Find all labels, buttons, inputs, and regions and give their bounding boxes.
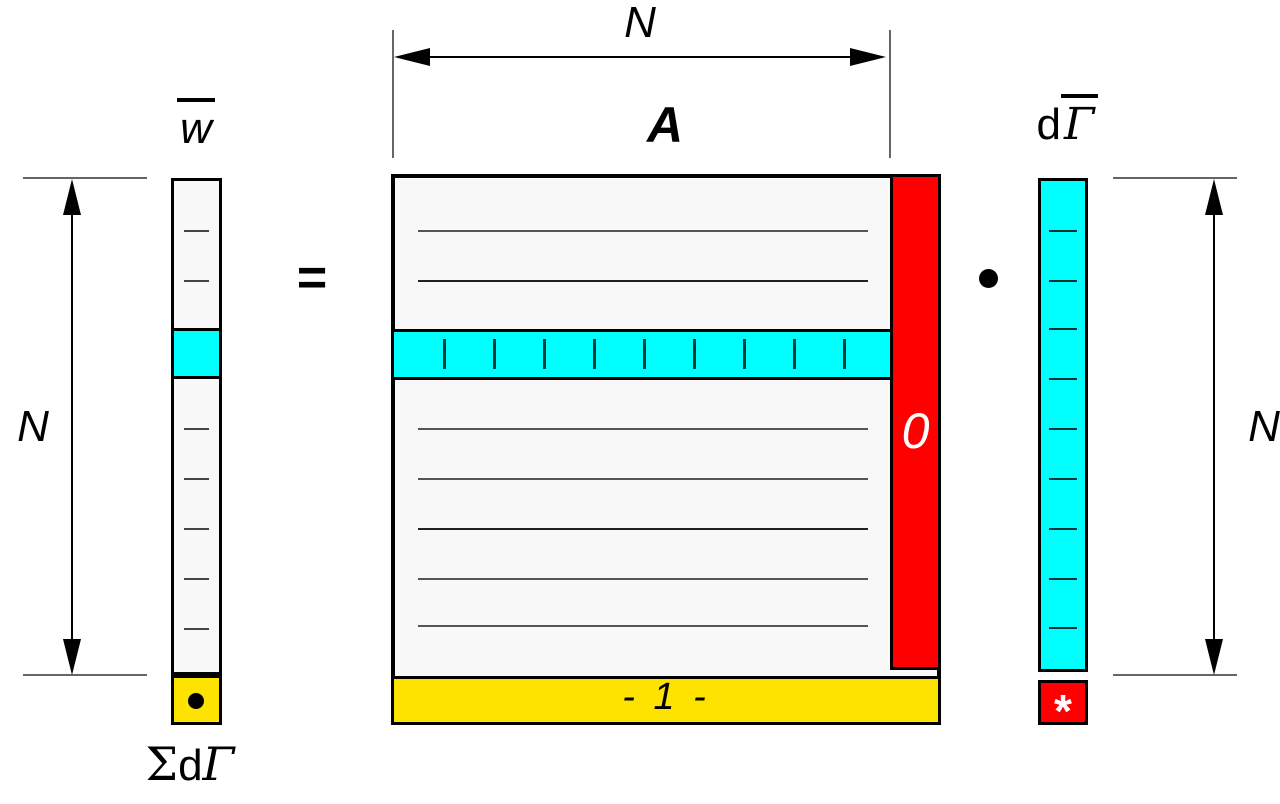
matrix-row-line [418, 428, 868, 430]
left-dimension-extension-line-top [23, 177, 147, 179]
continuation-tick [1049, 627, 1077, 629]
column-tick [493, 339, 496, 369]
gamma-vector-title: dΓ [1024, 94, 1110, 150]
gamma-letter: Γ [202, 737, 235, 791]
right-dimension-arrow-line [1213, 186, 1215, 664]
star-cell-value: * [1054, 685, 1072, 737]
matrix-row-line [418, 528, 868, 530]
d-letter: d [1036, 100, 1061, 149]
continuation-tick [1049, 528, 1077, 530]
left-dimension-label: N [17, 402, 49, 451]
continuation-tick [184, 478, 209, 480]
continuation-tick [184, 428, 209, 430]
matrix-row-line [418, 478, 868, 480]
matrix-row-line [418, 280, 868, 282]
continuation-tick [1049, 328, 1077, 330]
continuation-tick [184, 528, 209, 530]
gamma-letter: Γ [1063, 99, 1095, 150]
column-tick [643, 339, 646, 369]
continuation-tick [1049, 478, 1077, 480]
matrix-a-title: A [646, 97, 684, 153]
arrowhead-left-icon [394, 48, 430, 66]
top-dimension-extension-line-right [889, 30, 891, 158]
w-vector-body [171, 178, 222, 675]
zero-column-value: 0 [901, 403, 930, 459]
matrix-zero-column [890, 174, 941, 670]
right-dimension-extension-line-top [1113, 177, 1237, 179]
continuation-tick [184, 578, 209, 580]
arrowhead-right-icon [850, 48, 886, 66]
arrowhead-up-icon [63, 179, 81, 215]
column-tick [593, 339, 596, 369]
sigma-letter: Σ [145, 737, 179, 791]
continuation-tick [184, 628, 209, 630]
continuation-tick [184, 280, 209, 282]
arrowhead-down-icon [63, 639, 81, 675]
top-dimension-arrow-line [402, 56, 880, 58]
right-dimension-label: N [1248, 402, 1280, 451]
column-tick [443, 339, 446, 369]
matrix-minus-one-row [391, 676, 941, 725]
matrix-row-line [418, 230, 868, 232]
minus-one-row-value: - 1 - [622, 676, 710, 718]
d-letter: d [178, 741, 203, 790]
top-dimension-extension-line-left [392, 30, 394, 158]
equals-sign: = [296, 249, 328, 307]
column-tick [843, 339, 846, 369]
matrix-a-body [391, 174, 941, 725]
gamma-vector-star-cell [1038, 680, 1088, 725]
w-vector-highlight-cell [171, 328, 222, 379]
continuation-tick [1049, 280, 1077, 282]
continuation-tick [1049, 378, 1077, 380]
column-tick [693, 339, 696, 369]
matrix-row-line [418, 625, 868, 627]
continuation-tick [1049, 578, 1077, 580]
column-tick [793, 339, 796, 369]
w-vector-title: w [165, 98, 227, 154]
top-dimension-label: N [624, 0, 656, 47]
column-tick [543, 339, 546, 369]
arrowhead-up-icon [1205, 179, 1223, 215]
sum-d-gamma-label: ΣdΓ [126, 738, 254, 792]
matrix-row-line [418, 578, 868, 580]
column-tick [743, 339, 746, 369]
sum-dot-icon [188, 693, 204, 709]
arrowhead-down-icon [1205, 639, 1223, 675]
continuation-tick [1049, 230, 1077, 232]
left-dimension-extension-line-bottom [23, 674, 147, 676]
right-dimension-extension-line-bottom [1113, 674, 1237, 676]
w-letter: w [180, 104, 212, 153]
multiplication-dot-icon [979, 269, 998, 288]
left-dimension-arrow-line [71, 186, 73, 664]
matrix-highlight-row [391, 329, 893, 380]
continuation-tick [1049, 428, 1077, 430]
gamma-vector-body [1038, 178, 1088, 672]
continuation-tick [184, 230, 209, 232]
